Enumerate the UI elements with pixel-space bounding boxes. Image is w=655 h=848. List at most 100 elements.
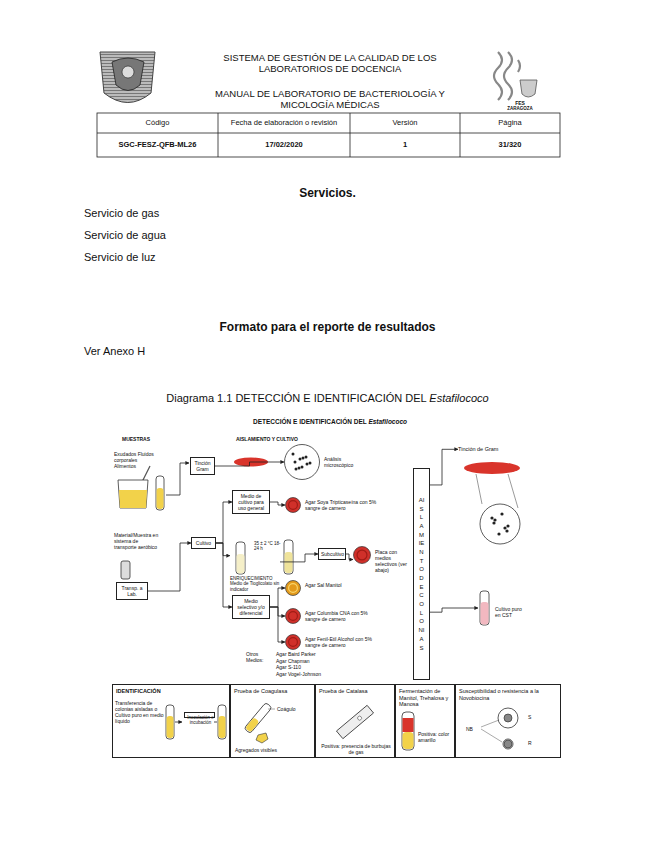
node-title: Medio de cultivo para uso general xyxy=(235,493,267,511)
node-title: Agar Columbia CNA con 5% sangre de carne… xyxy=(305,610,377,622)
plate-icon xyxy=(353,546,371,564)
incubation-note: 35 ± 2 °C 18-24 h xyxy=(254,541,282,552)
header-title: SISTEMA DE GESTIÓN DE LA CALIDAD DE LOS … xyxy=(190,52,470,75)
identification-drawings xyxy=(166,702,518,750)
agar-plate: Agar Sal Manitol xyxy=(285,580,357,596)
identification-test-cell: Fermentación de Manitol, Trehalosa y Man… xyxy=(395,684,455,758)
node-title: Análisis microscópico xyxy=(324,456,356,468)
table-cell: 17/02/2020 xyxy=(218,140,350,149)
table-cell: 31/320 xyxy=(460,140,560,149)
culture-tube: ENRIQUECIMIENTOMedio de Tioglicolato sin… xyxy=(230,540,280,592)
node-title: Agar Soya Tripticaseína con 5% sangre de… xyxy=(305,499,377,511)
node-title: Inoculación e incubación xyxy=(187,715,214,726)
node-title: Prueba de Catalasa xyxy=(319,688,393,695)
process-box: Subcultivo xyxy=(318,548,346,560)
isolation-band: AISLAMIENTO DE COLONIAS xyxy=(413,468,430,680)
node-text: Coágulo xyxy=(277,706,313,712)
arrow-connector xyxy=(270,607,285,616)
node-title: Prueba de Coagulasa xyxy=(234,688,314,695)
node-title: Tinción Gram xyxy=(193,460,212,472)
node-text: Medio de Tioglicolato sin indicador xyxy=(230,581,280,592)
node-title: Agar Sal Manitol xyxy=(305,582,357,588)
node-text: Agregados visibles xyxy=(235,747,295,753)
arrow-connector xyxy=(430,449,458,485)
column-heading: AISLAMIENTO Y CULTIVO xyxy=(236,436,326,442)
node-text: R xyxy=(528,740,536,746)
arrow-connector xyxy=(430,608,478,612)
body-text: Ver Anexo H xyxy=(84,345,384,358)
node-title: ENRIQUECIMIENTO xyxy=(230,576,280,581)
microscope-view: Análisis microscópico xyxy=(284,444,356,480)
media-list: Agar Chapman xyxy=(276,658,336,664)
section-heading: Servicios. xyxy=(0,186,655,200)
diagram-title: DETECCIÓN E IDENTIFICACIÓN DEL Estafiloc… xyxy=(160,418,500,426)
plate-icon xyxy=(285,634,301,650)
header-table xyxy=(97,113,560,157)
agar-plate: Agar Soya Tripticaseína con 5% sangre de… xyxy=(285,497,377,513)
table-cell: Código xyxy=(97,118,218,127)
node-title: Susceptibilidad o resistencia a la Novob… xyxy=(459,688,559,701)
node-title: Transp. a Lab. xyxy=(119,585,145,597)
plate-icon xyxy=(285,608,301,624)
process-box: Inoculación e incubación xyxy=(184,712,215,718)
node-title: Medio selectivo y/o diferencial xyxy=(235,598,267,616)
table-cell: Versión xyxy=(350,118,460,127)
arrow-connector xyxy=(215,462,284,466)
logo-text: FES xyxy=(500,100,540,106)
arrow-connector xyxy=(270,502,285,505)
node-title: Cultivo xyxy=(194,540,213,546)
media-list: Agar Baird Parker xyxy=(276,651,336,657)
agar-plate: Agar Columbia CNA con 5% sangre de carne… xyxy=(285,608,377,624)
identification-test-cell: Susceptibilidad o resistencia a la Novob… xyxy=(455,684,561,758)
identification-test-cell: Prueba de CatalasaPositiva: presencia de… xyxy=(315,684,395,758)
media-list: Agar Vogel-Johnson xyxy=(276,671,336,677)
plate-icon xyxy=(285,497,301,513)
arrow-connector xyxy=(216,543,232,607)
media-list: Otros Medios: xyxy=(246,651,275,663)
node-title: Cultivo puro en CST xyxy=(495,606,528,618)
unam-logo xyxy=(100,52,155,103)
identification-test-cell: IDENTIFICACIÓN Transferencia de colonias … xyxy=(112,684,230,758)
logo-text: ZARAGOZA xyxy=(494,106,546,111)
node-text: Transferencia de colonias aisladas o Cul… xyxy=(115,700,165,724)
sample-containers xyxy=(118,463,189,579)
node-text: Positiva: color amarillo xyxy=(418,731,454,743)
identification-test-cell: Prueba de CoagulasaCoáguloAgregados visi… xyxy=(230,684,315,758)
table-cell: Página xyxy=(460,118,560,127)
column-heading: MUESTRAS xyxy=(122,436,172,442)
body-text: Servicio de agua xyxy=(84,229,384,242)
node-title: Fermentación de Manitol, Trehalosa y Man… xyxy=(399,688,454,708)
node-title: Agar Fenil-Etil Alcohol con 5% sangre de… xyxy=(305,636,377,648)
sample-label: Exudados Fluidos corporales Alimentos xyxy=(114,451,156,469)
node-text: Positiva: presencia de burbujas de gas xyxy=(320,743,392,755)
arrow-connector xyxy=(346,554,353,560)
sample-label: Material/Muestra en sistema de transport… xyxy=(114,532,160,550)
body-text: Servicio de luz xyxy=(84,251,384,264)
process-box: Medio de cultivo para uso general xyxy=(232,490,270,514)
tube-icon xyxy=(230,540,250,576)
node-title: Tinción de Gram xyxy=(458,446,528,453)
table-cell: SGC-FESZ-QFB-ML26 xyxy=(97,140,218,149)
plate-icon xyxy=(285,580,301,596)
node-title: IDENTIFICACIÓN xyxy=(116,688,226,695)
magnifier-circle xyxy=(284,444,320,480)
table-cell: Fecha de elaboración o revisión xyxy=(218,118,350,127)
arrow-connector xyxy=(216,502,232,543)
node-title: AISLAMIENTO DE COLONIAS xyxy=(419,496,425,652)
process-box: Medio selectivo y/o diferencial xyxy=(232,595,270,619)
process-box: Cultivo xyxy=(191,537,216,549)
gram-result xyxy=(464,462,520,544)
section-heading: Formato para el reporte de resultados xyxy=(0,320,655,334)
header-subtitle: MANUAL DE LABORATORIO DE BACTERIOLOGÍA Y… xyxy=(190,88,470,111)
node-title: Subcultivo xyxy=(321,551,343,557)
arrow-connector xyxy=(270,588,285,607)
table-cell: 1 xyxy=(350,140,460,149)
agar-plate: Agar Fenil-Etil Alcohol con 5% sangre de… xyxy=(285,634,377,650)
figure-caption: Diagrama 1.1 DETECCIÓN E IDENTIFICACIÓN … xyxy=(0,392,655,405)
node-title: Placa con medios selectivos (ver abajo) xyxy=(375,549,411,573)
culture-tube: Cultivo puro en CST xyxy=(478,590,528,626)
agar-plate: Placa con medios selectivos (ver abajo) xyxy=(353,546,411,573)
arrow-connector xyxy=(270,607,285,642)
node-text: NB xyxy=(466,726,480,732)
fes-logo xyxy=(494,52,537,100)
